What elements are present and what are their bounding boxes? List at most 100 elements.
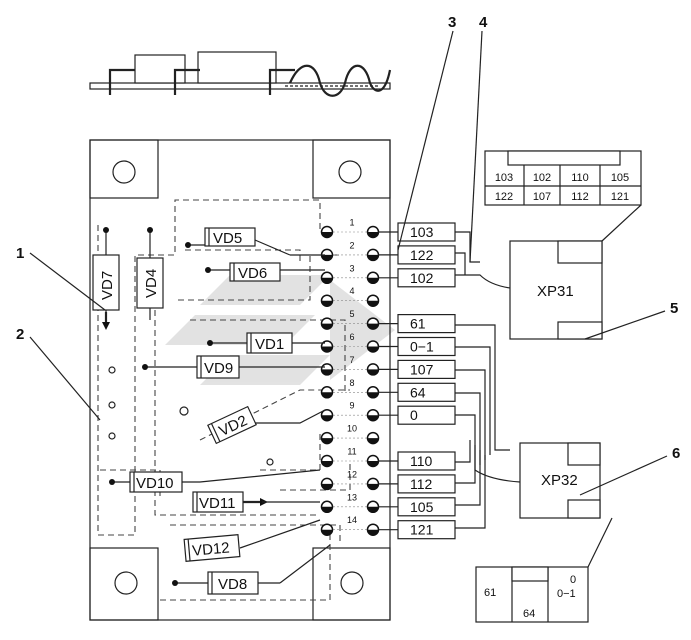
xp31-cell: 107 [533, 191, 551, 203]
terminal-1: 103 [378, 222, 456, 242]
svg-text:XP31: XP31 [537, 283, 574, 300]
svg-text:61: 61 [484, 587, 496, 599]
callouts: 1 2 3 4 5 6 [16, 14, 680, 496]
pin-number: 14 [347, 515, 357, 525]
terminal-13: 105 [378, 497, 456, 517]
connector-xp31: XP31 [509, 240, 603, 340]
pad-pair-8: 8 [320, 378, 380, 399]
pin-number: 1 [349, 218, 354, 228]
terminal-6: 0−1 [378, 336, 456, 357]
board-wiring [108, 254, 331, 584]
pad-pair-6: 6 [320, 332, 380, 353]
pin-number: 10 [347, 424, 357, 434]
terminal-label: 122 [410, 247, 434, 263]
terminal-label: 112 [410, 476, 433, 492]
svg-text:5: 5 [670, 300, 678, 317]
xp31-cell: 121 [611, 191, 629, 203]
pad-pair-12: 12 [320, 469, 380, 491]
pad-pair-3: 3 [320, 263, 380, 285]
xp31-cell: 102 [533, 172, 551, 184]
terminal-12: 112 [378, 474, 456, 494]
pad-pair-4: 4 [320, 286, 380, 307]
board-side-profile [89, 51, 392, 97]
xp31-cell: 112 [571, 191, 589, 203]
svg-text:4: 4 [479, 14, 488, 31]
pin-number: 8 [349, 378, 354, 388]
diode-vd6: VD6 [205, 262, 300, 282]
terminal-strip: 103 122 102 61 0−1 107 64 0 110 112 105 121 [378, 222, 456, 540]
pin-number: 12 [347, 469, 357, 479]
pad-pair-2: 2 [320, 240, 380, 262]
terminal-label: 61 [410, 316, 426, 332]
diode-vd2: VD2 [207, 405, 257, 445]
svg-text:VD11: VD11 [199, 495, 235, 512]
svg-text:VD1: VD1 [255, 336, 284, 353]
pin-number: 11 [347, 447, 356, 457]
terminal-label: 64 [410, 384, 426, 400]
pin-number: 6 [349, 332, 354, 342]
svg-text:VD5: VD5 [213, 230, 242, 247]
pin-number: 13 [347, 492, 357, 502]
terminal-label: 0−1 [410, 339, 434, 355]
terminal-label: 0 [410, 407, 418, 423]
pad-pair-7: 7 [320, 355, 380, 376]
terminal-5: 61 [378, 314, 456, 334]
pin-number: 5 [349, 309, 354, 319]
svg-text:64: 64 [523, 608, 535, 620]
pad-pair-9: 9 [320, 401, 380, 422]
dashed-traces [97, 199, 351, 601]
xp31-cell: 110 [571, 172, 589, 184]
terminal-label: 121 [410, 522, 434, 538]
pad-pair-13: 13 [320, 492, 380, 514]
svg-text:VD4: VD4 [143, 269, 160, 298]
pin-number: 2 [349, 240, 354, 250]
svg-text:VD10: VD10 [136, 475, 174, 492]
connector-wires [455, 231, 521, 529]
svg-text:VD8: VD8 [218, 576, 247, 593]
svg-text:6: 6 [672, 445, 680, 462]
diode-vd5: VD5 [185, 227, 291, 256]
xp31-cell: 105 [611, 172, 629, 184]
svg-text:3: 3 [448, 14, 456, 31]
svg-text:VD6: VD6 [238, 265, 267, 282]
pad-pair-1: 1 [320, 218, 380, 239]
pad-pair-10: 10 [320, 424, 380, 445]
diode-vd12: VD12 [183, 534, 241, 562]
terminal-8: 64 [378, 382, 456, 402]
xp31-cell: 103 [495, 172, 513, 184]
pin-number: 7 [349, 355, 354, 365]
svg-text:0: 0 [570, 574, 576, 586]
terminal-11: 110 [378, 451, 456, 471]
diode-vd11: VD11 [192, 491, 268, 513]
xp31-cell: 122 [495, 191, 513, 203]
diode-vd1: VD1 [207, 332, 305, 354]
terminal-label: 105 [410, 499, 434, 515]
terminal-label: 110 [410, 453, 433, 469]
pin-number: 9 [349, 401, 354, 411]
svg-text:VD7: VD7 [99, 271, 116, 300]
pcb-board [89, 139, 391, 621]
terminal-14: 121 [378, 520, 456, 540]
xp32-pinout-table: 61 0 0−1 64 [475, 517, 613, 623]
pad-pair-14: 14 [320, 515, 380, 536]
connector-xp32: XP32 [519, 442, 601, 519]
diode-vd7: VD7 [92, 227, 120, 330]
diode-vd8: VD8 [172, 571, 280, 595]
terminal-label: 103 [410, 224, 434, 240]
xp31-pinout-table: 103 102 110 105 122 107 112 121 [484, 150, 642, 242]
svg-text:VD9: VD9 [204, 360, 233, 377]
svg-text:1: 1 [16, 245, 24, 262]
svg-text:2: 2 [16, 326, 24, 343]
diode-vd4: VD4 [136, 227, 164, 320]
terminal-label: 107 [410, 361, 434, 377]
terminal-label: 102 [410, 270, 434, 286]
pin-number: 3 [349, 263, 354, 273]
pin-number: 4 [349, 286, 354, 296]
diode-vd10: VD10 [109, 471, 200, 493]
svg-text:0−1: 0−1 [557, 588, 576, 600]
pad-pair-11: 11 [320, 447, 380, 468]
diode-vd9: VD9 [142, 355, 320, 379]
svg-text:VD12: VD12 [191, 539, 230, 559]
